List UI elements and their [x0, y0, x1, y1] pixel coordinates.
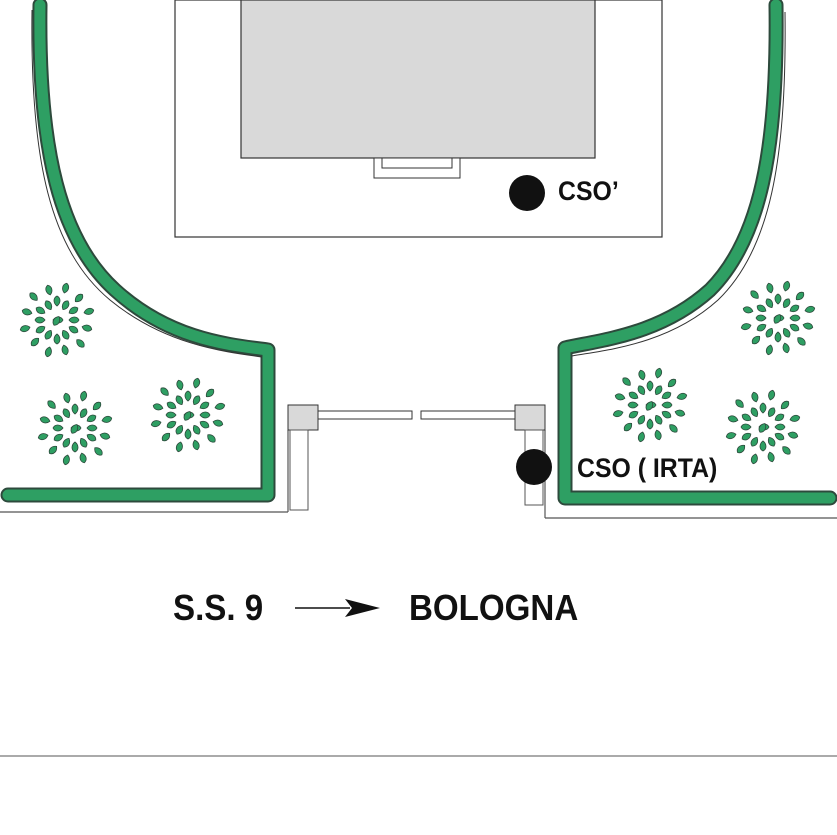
- shrub: [151, 378, 226, 453]
- location-dot-icon: [509, 175, 545, 211]
- shrub: [726, 390, 801, 465]
- destination-label: BOLOGNA: [409, 587, 579, 628]
- shrub: [38, 391, 113, 466]
- shrub: [741, 281, 816, 356]
- shrub: [613, 368, 688, 443]
- arrow-right-icon: [295, 599, 380, 617]
- cso-irta-label: CSO ( IRTA): [577, 453, 718, 483]
- road-label: S.S. 9: [173, 587, 264, 628]
- right-hedge: [544, 0, 837, 519]
- gate: [287, 404, 546, 511]
- shrub: [19, 282, 95, 358]
- left-hedge: [0, 0, 289, 513]
- location-dot-icon: [516, 449, 552, 485]
- building: [174, 0, 663, 238]
- cso-label: CSO’: [558, 176, 619, 206]
